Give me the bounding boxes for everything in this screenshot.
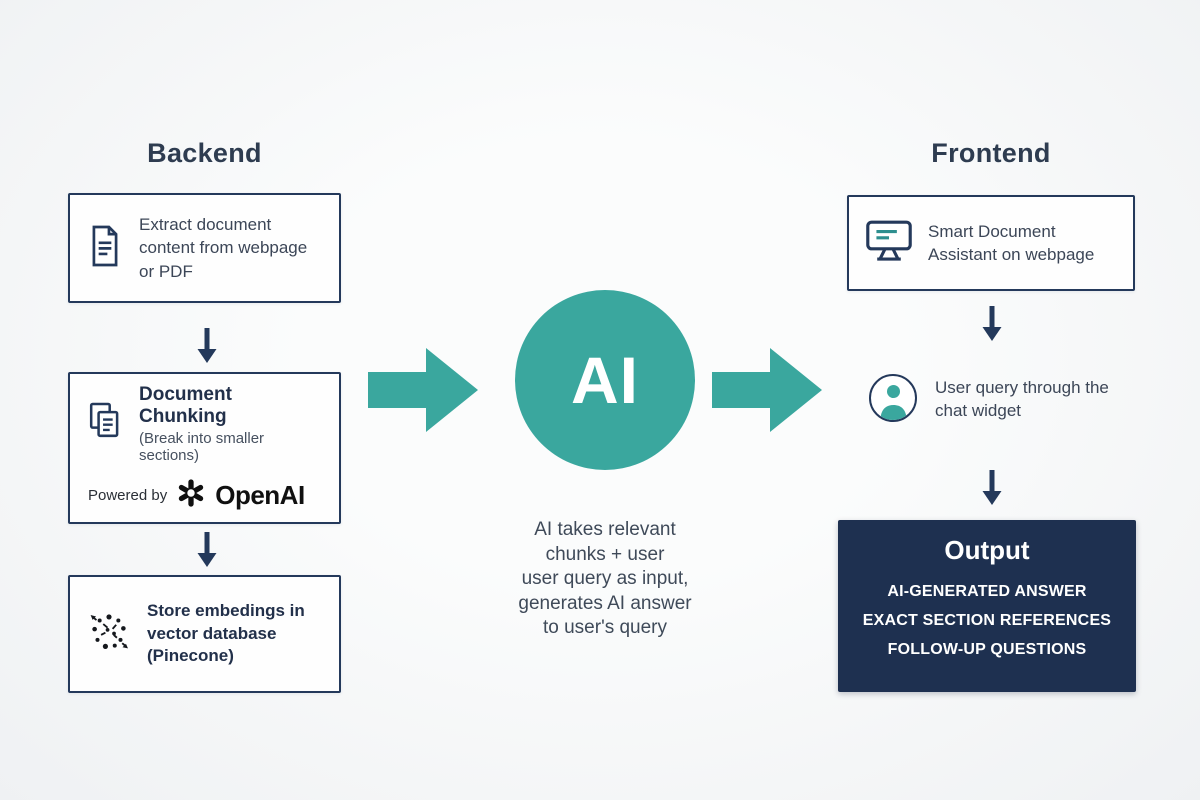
user-step: User query through the chat widget [869,374,1135,423]
output-item: AI-GENERATED ANSWER [887,583,1087,600]
user-step-text: User query through the chat widget [935,378,1109,421]
arrow-down-icon [981,306,1003,347]
extract-document-box: Extract document content from webpage or… [68,193,341,303]
output-panel: Output AI-GENERATED ANSWER EXACT SECTION… [838,520,1136,692]
store-embeddings-box: Store embedings in vector database (Pine… [68,575,341,693]
store-line-2: vector database [147,623,277,643]
extract-box-text: Extract document content from webpage or… [139,214,308,281]
output-item: EXACT SECTION REFERENCES [862,612,1112,629]
chunking-title: Document Chunking [139,383,232,427]
monitor-icon [865,219,913,268]
backend-title: Backend [147,138,262,168]
ai-description: AI takes relevant chunks + user user que… [475,518,735,641]
ai-description-line: user query as input, [521,568,689,589]
document-icon [86,224,124,273]
assistant-box: Smart Document Assistant on webpage [847,195,1135,291]
store-box-text: Store embedings in vector database (Pine… [147,600,305,669]
store-line-3: (Pinecone) [147,646,234,666]
ai-description-line: to user's query [542,617,668,638]
arrow-right-icon [712,342,822,443]
assistant-box-text: Smart Document Assistant on webpage [928,221,1095,264]
ai-description-line: chunks + user [545,543,665,565]
user-icon [869,374,917,422]
output-title: Output [944,535,1030,565]
ai-description-line: AI takes relevant [534,519,676,540]
openai-wordmark: OpenAI [215,479,305,510]
frontend-title: Frontend [931,138,1051,168]
arrow-down-icon [196,532,218,573]
output-item: FOLLOW-UP QUESTIONS [887,641,1087,658]
openai-logo-icon [176,478,206,513]
documents-icon [86,400,126,447]
arrow-down-icon [981,470,1003,511]
document-chunking-box: Document Chunking (Break into smaller se… [68,372,341,524]
ai-description-line: generates AI answer [518,592,692,614]
powered-by-label: Powered by [88,486,168,504]
powered-by-row: Powered by OpenAI [86,478,323,513]
arrow-down-icon [196,328,218,369]
arrow-right-icon [368,342,478,443]
embeddings-icon [86,609,132,660]
store-line-1: Store embedings in [147,600,305,620]
ai-circle: AI [515,290,695,470]
ai-label: AI [571,343,639,417]
chunking-subtitle: (Break into smaller sections) [139,429,265,464]
